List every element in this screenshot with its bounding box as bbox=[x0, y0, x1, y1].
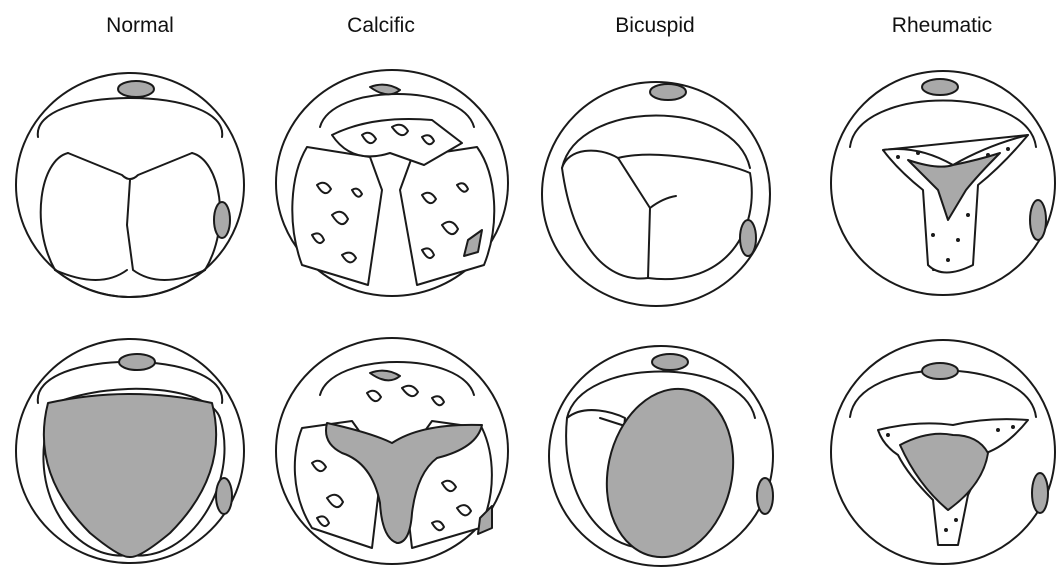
column-label-rheumatic: Rheumatic bbox=[842, 14, 1042, 38]
valve-calcific-closed bbox=[272, 65, 512, 305]
column-label-bicuspid: Bicuspid bbox=[555, 14, 755, 38]
valve-normal-closed bbox=[10, 65, 250, 305]
column-label-normal: Normal bbox=[40, 14, 240, 38]
valve-normal-open bbox=[10, 333, 250, 569]
valve-bicuspid-open bbox=[545, 338, 777, 569]
column-label-calcific: Calcific bbox=[281, 14, 481, 38]
valve-rheumatic-closed bbox=[828, 65, 1058, 301]
valve-calcific-open bbox=[272, 333, 512, 569]
coronary-ostium-right bbox=[214, 202, 230, 238]
valve-rheumatic-open bbox=[828, 335, 1058, 569]
coronary-ostium-left bbox=[118, 81, 154, 97]
valve-bicuspid-closed bbox=[538, 78, 774, 310]
